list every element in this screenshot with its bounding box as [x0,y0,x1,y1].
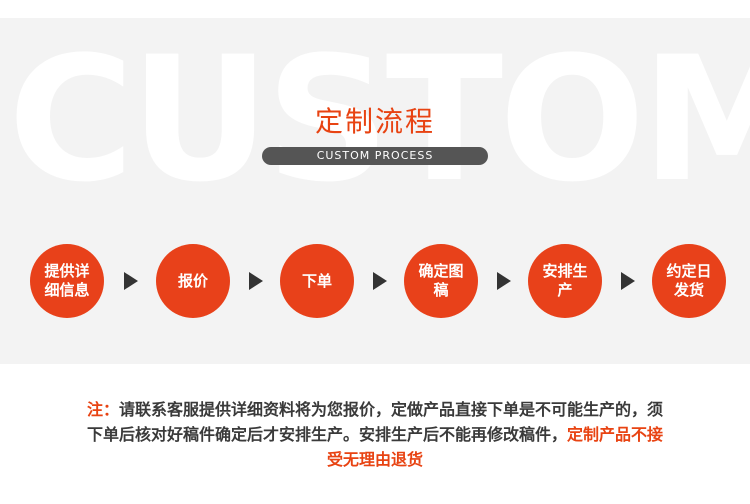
step-1-circle: 提供详细信息 [30,244,104,318]
step-2-label: 报价 [177,271,208,290]
arrow-right-icon [124,272,138,290]
notice-emphasis: 定制产品不接受无理由退货 [326,425,664,469]
step-2-circle: 报价 [156,244,230,318]
subtitle-badge: CUSTOM PROCESS [262,147,488,165]
step-4-circle: 确定图稿 [404,244,478,318]
step-3-circle: 下单 [280,244,354,318]
step-6-label: 约定日发货 [666,262,712,299]
step-3-label: 下单 [301,271,332,290]
arrow-right-icon [621,272,635,290]
step-4-label: 确定图稿 [418,262,464,299]
step-1-label: 提供详细信息 [44,262,90,299]
step-6-circle: 约定日发货 [652,244,726,318]
notice-text: 注：请联系客服提供详细资料将为您报价，定做产品直接下单是不可能生产的，须下单后核… [85,397,665,472]
watermark-text: CUSTOM [8,19,750,220]
process-banner: CUSTOM 定制流程 CUSTOM PROCESS [0,18,750,364]
step-5-label: 安排生产 [542,262,588,299]
notice-body: 请联系客服提供详细资料将为您报价，定做产品直接下单是不可能生产的，须下单后核对好… [86,400,664,444]
page-title: 定制流程 [314,105,435,138]
arrow-right-icon [497,272,511,290]
step-5-circle: 安排生产 [528,244,602,318]
notice-prefix: 注： [86,400,119,419]
arrow-right-icon [249,272,263,290]
arrow-right-icon [373,272,387,290]
